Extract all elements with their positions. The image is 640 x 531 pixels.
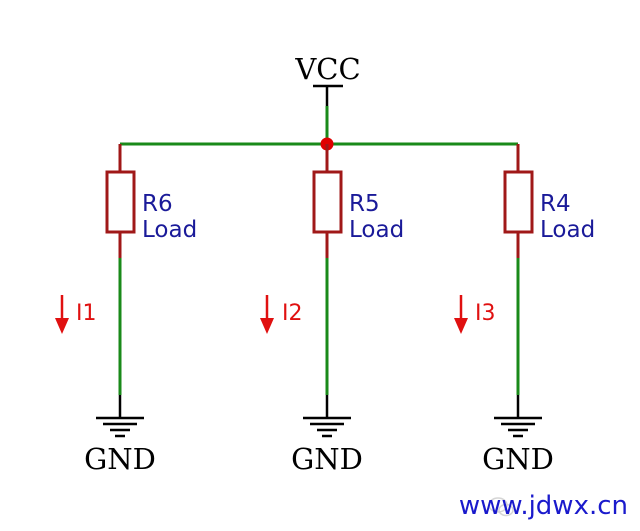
ground-symbol <box>494 416 542 438</box>
current-label: I3 <box>475 301 496 326</box>
current-label: I1 <box>76 301 97 326</box>
watermark: www.jdwx.cn <box>459 491 628 521</box>
resistor-value-label: Load <box>142 217 197 243</box>
gnd-label: GND <box>291 442 363 476</box>
wechat-logo-icon <box>488 497 514 517</box>
gnd-label: GND <box>482 442 554 476</box>
resistor-r6 <box>105 170 136 234</box>
resistor-value-label: Load <box>540 217 595 243</box>
watermark-url: www.jdwx.cn <box>459 491 628 521</box>
resistor-ref-label: R5 <box>349 191 380 217</box>
gnd-label: GND <box>84 442 156 476</box>
branch-r4: GND R4 Load I3 <box>454 144 595 476</box>
current-arrow-icon <box>260 295 274 334</box>
resistor-ref-label: R6 <box>142 191 173 217</box>
resistor-r5 <box>312 170 343 234</box>
vcc-label: VCC <box>294 52 360 86</box>
resistor-r4 <box>503 170 534 234</box>
resistor-ref-label: R4 <box>540 191 571 217</box>
vcc-power-port: VCC <box>294 52 361 144</box>
branch-r6: GND R6 Load I1 <box>55 144 197 476</box>
branch-r5: GND R5 Load I2 <box>260 144 404 476</box>
ground-symbol <box>303 416 351 438</box>
current-label: I2 <box>282 301 303 326</box>
resistor-value-label: Load <box>349 217 404 243</box>
ground-symbol <box>96 416 144 438</box>
current-arrow-icon <box>454 295 468 334</box>
current-arrow-icon <box>55 295 69 334</box>
